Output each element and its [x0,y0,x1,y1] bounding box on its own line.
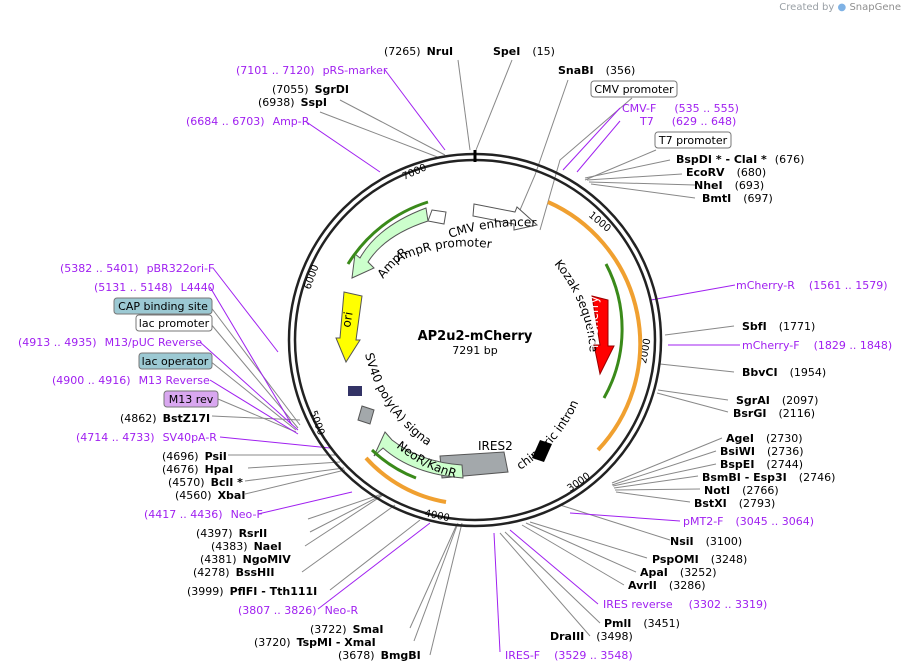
svg-text:(4397)RsrII: (4397)RsrII [196,527,267,540]
feature-ampr-promoter [427,209,447,225]
label-ori: ori [339,311,355,329]
svg-text:BsiWI(2736): BsiWI(2736) [720,445,804,458]
primer-leaders [199,69,740,653]
svg-text:(4714 .. 4733)SV40pA-R: (4714 .. 4733)SV40pA-R [76,431,217,444]
box-cmv-promoter: CMV promoter [594,83,674,96]
svg-text:(3807 .. 3826)Neo-R: (3807 .. 3826)Neo-R [238,604,358,617]
orf-arrows [346,200,643,504]
boxed-labels: CMV promoter T7 promoter CAP binding sit… [113,80,732,408]
feature-mcherry [591,295,615,376]
svg-text:NsiI(3100): NsiI(3100) [670,535,742,548]
svg-text:(4381)NgoMIV: (4381)NgoMIV [200,553,291,566]
label-ampr-promoter: AmpR promoter [393,235,492,264]
svg-text:(4862)BstZ17I: (4862)BstZ17I [120,412,210,425]
svg-text:CMV-F(535 .. 555): CMV-F(535 .. 555) [622,102,739,115]
svg-text:SbfI(1771): SbfI(1771) [742,320,815,333]
svg-text:NotI(2766): NotI(2766) [704,484,779,497]
svg-text:(3678)BmgBI: (3678)BmgBI [338,649,421,662]
tick-3000: 3000 [565,471,592,495]
feature-chimeric-intron [532,440,552,462]
label-ires2: IRES2 [478,439,513,453]
svg-text:BstXI(2793): BstXI(2793) [694,497,775,510]
snapgene-logo-icon: ● [837,2,847,13]
svg-text:(3722)SmaI: (3722)SmaI [310,623,383,636]
restriction-sites: (7265)NruI SpeI(15) SnaBI(356) (7055)Sgr… [120,45,835,662]
svg-text:T7(629 .. 648): T7(629 .. 648) [639,115,736,128]
primer-labels: (7101 .. 7120)pRS-marker (6684 .. 6703)A… [18,64,892,662]
features [335,203,615,479]
svg-text:(4676)HpaI: (4676)HpaI [162,463,233,476]
svg-text:(4278)BssHII: (4278)BssHII [193,566,274,579]
svg-text:IRES-F(3529 .. 3548): IRES-F(3529 .. 3548) [505,649,633,662]
svg-text:(4417 .. 4436)Neo-F: (4417 .. 4436)Neo-F [144,508,263,521]
tick-6000: 6000 [302,263,321,291]
feature-ori [335,291,363,364]
box-cap-site: CAP binding site [118,300,208,313]
svg-text:BmtI(697): BmtI(697) [702,192,773,205]
tick-4000: 4000 [423,508,450,524]
svg-text:AvrII(3286): AvrII(3286) [628,579,705,592]
svg-text:(7265)NruI: (7265)NruI [384,45,453,58]
tick-5000: 5000 [307,409,326,437]
svg-text:ApaI(3252): ApaI(3252) [640,566,716,579]
svg-text:BspDI * - ClaI *(676): BspDI * - ClaI *(676) [676,153,804,166]
plasmid-name: AP2u2-mCherry [418,329,533,344]
label-ampr: AmpR [374,245,410,281]
feature-cmv-enhancer [472,203,539,231]
tick-7000: 7000 [401,162,429,182]
box-m13-rev: M13 rev [169,393,214,406]
svg-text:SnaBI(356): SnaBI(356) [558,64,635,77]
svg-text:(4570)BclI *: (4570)BclI * [168,476,243,489]
svg-text:mCherry-R(1561 .. 1579): mCherry-R(1561 .. 1579) [736,279,887,292]
label-mcherry: mCherry [587,296,601,348]
svg-text:BbvCI(1954): BbvCI(1954) [742,366,826,379]
svg-text:(6684 .. 6703)Amp-R: (6684 .. 6703)Amp-R [186,115,310,128]
svg-text:PmlI(3451): PmlI(3451) [604,617,680,630]
watermark: Created by ● SnapGene [779,2,901,13]
leader-lines [209,59,735,656]
feature-lac-elements [348,386,362,396]
svg-text:(3720)TspMI - XmaI: (3720)TspMI - XmaI [254,636,376,649]
svg-text:(4560)XbaI: (4560)XbaI [175,489,245,502]
svg-text:(5382 .. 5401)pBR322ori-F: (5382 .. 5401)pBR322ori-F [60,262,214,275]
svg-text:(4913 .. 4935)M13/pUC Reverse: (4913 .. 4935)M13/pUC Reverse [18,336,202,349]
svg-text:IRES reverse(3302 .. 3319): IRES reverse(3302 .. 3319) [603,598,767,611]
svg-text:(6938)SspI: (6938)SspI [258,96,327,109]
svg-text:(4696)PsiI: (4696)PsiI [162,450,227,463]
svg-text:AgeI(2730): AgeI(2730) [726,432,803,445]
box-lac-promoter: lac promoter [139,317,210,330]
svg-text:BsrGI(2116): BsrGI(2116) [733,407,815,420]
svg-text:(4383)NaeI: (4383)NaeI [211,540,282,553]
plasmid-length: 7291 bp [452,344,497,357]
svg-text:EcoRV(680): EcoRV(680) [686,166,766,179]
label-chimeric-intron: chimeric intron [514,398,581,473]
svg-text:BsmBI - Esp3I(2746): BsmBI - Esp3I(2746) [702,471,835,484]
box-lac-operator: lac operator [142,355,209,368]
watermark-prefix: Created by [779,2,835,13]
svg-text:(7101 .. 7120)pRS-marker: (7101 .. 7120)pRS-marker [236,64,388,77]
svg-text:mCherry-F(1829 .. 1848): mCherry-F(1829 .. 1848) [742,339,892,352]
svg-text:pMT2-F(3045 .. 3064): pMT2-F(3045 .. 3064) [683,515,814,528]
feature-neor [373,431,464,479]
svg-text:(3999)PflFI - Tth111I: (3999)PflFI - Tth111I [187,585,317,598]
watermark-brand: SnapGene [849,2,901,13]
svg-text:(5131 .. 5148)L4440: (5131 .. 5148)L4440 [94,281,215,294]
svg-text:DraIII(3498): DraIII(3498) [550,630,633,643]
svg-text:(7055)SgrDI: (7055)SgrDI [272,83,349,96]
svg-text:SgrAI(2097): SgrAI(2097) [736,394,818,407]
svg-text:NheI(693): NheI(693) [694,179,764,192]
svg-text:BspEI(2744): BspEI(2744) [720,458,803,471]
svg-text:PspOMI(3248): PspOMI(3248) [652,553,747,566]
svg-text:(4900 .. 4916)M13 Reverse: (4900 .. 4916)M13 Reverse [52,374,210,387]
box-t7-promoter: T7 promoter [658,134,728,147]
feature-sv40 [357,405,375,425]
svg-text:SpeI(15): SpeI(15) [493,45,555,58]
